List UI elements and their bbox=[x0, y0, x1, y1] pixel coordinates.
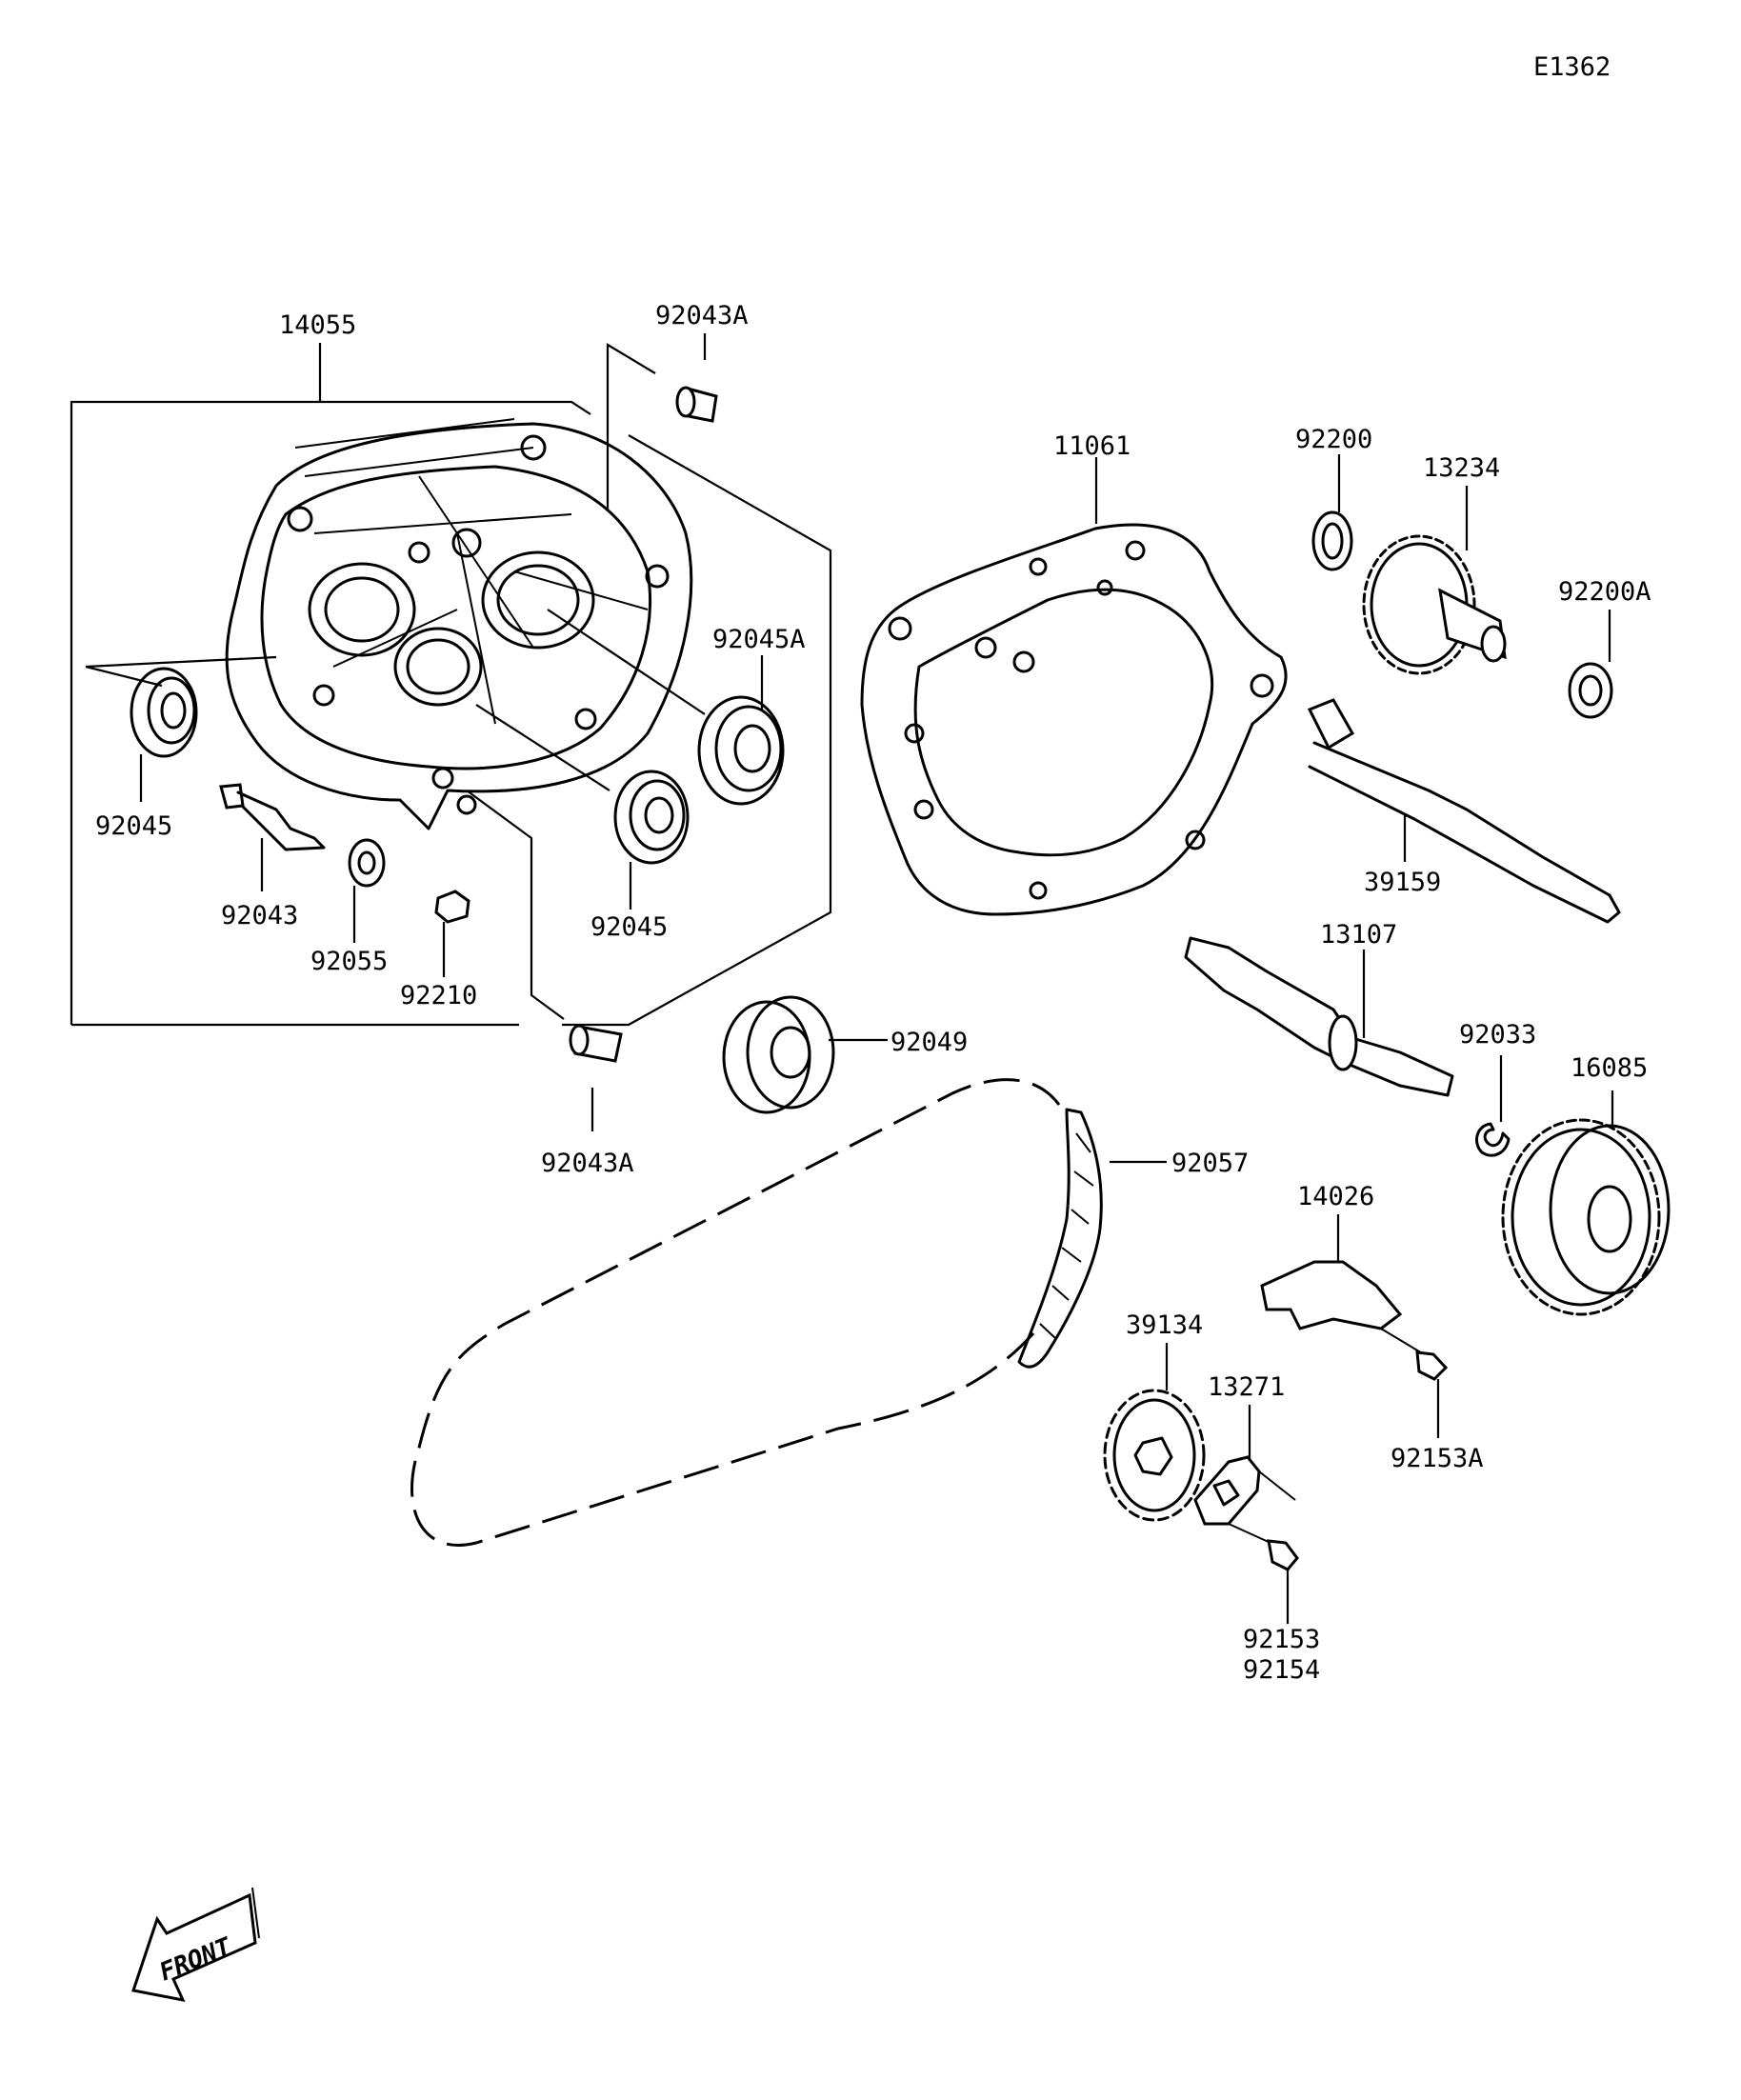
plate-13271: 13271 bbox=[1193, 1372, 1296, 1549]
bearing-92045-middle: 92045 bbox=[475, 704, 690, 942]
label-11061: 11061 bbox=[1053, 431, 1131, 461]
chain-92057: 92057 bbox=[410, 1078, 1249, 1547]
label-92049: 92049 bbox=[891, 1028, 968, 1057]
washer-92200: 92200 bbox=[1295, 425, 1372, 571]
sprocket-39134: 39134 bbox=[1103, 1310, 1206, 1522]
label-92210: 92210 bbox=[400, 981, 477, 1010]
gear-16085: 16085 bbox=[1501, 1053, 1671, 1316]
gasket-11061: 11061 bbox=[860, 431, 1288, 916]
label-16085: 16085 bbox=[1571, 1053, 1648, 1083]
label-92045-middle: 92045 bbox=[590, 912, 668, 942]
bolt-92153a: 92153A bbox=[1391, 1350, 1484, 1473]
shaft-13107: 13107 bbox=[1184, 920, 1454, 1097]
dowel-pin-92043a-bottom: 92043A bbox=[466, 790, 634, 1178]
dowel-pin-92043a-top: 92043A bbox=[606, 301, 749, 510]
gear-13234: 13234 bbox=[1362, 453, 1507, 675]
shaft-39159: 39159 bbox=[1307, 698, 1621, 924]
bolt-92153-92154: 92153 92154 bbox=[1243, 1539, 1320, 1685]
diagram-id: E1362 bbox=[1533, 52, 1611, 82]
label-92200a: 92200A bbox=[1558, 577, 1651, 607]
circlip-92033: 92033 bbox=[1459, 1020, 1536, 1157]
label-13271: 13271 bbox=[1208, 1372, 1285, 1402]
label-92200: 92200 bbox=[1295, 425, 1372, 454]
label-92033: 92033 bbox=[1459, 1020, 1536, 1050]
label-92057: 92057 bbox=[1171, 1149, 1249, 1178]
label-14026: 14026 bbox=[1297, 1182, 1374, 1211]
bearing-92049: 92049 bbox=[722, 995, 968, 1114]
label-14055: 14055 bbox=[279, 310, 356, 340]
bolt-92043: 92043 bbox=[219, 783, 326, 930]
label-92154: 92154 bbox=[1243, 1655, 1320, 1685]
label-92043a-bottom: 92043A bbox=[541, 1149, 634, 1178]
label-39159: 39159 bbox=[1364, 868, 1441, 897]
label-92043a-top: 92043A bbox=[655, 301, 749, 330]
bearing-92045-left: 92045 bbox=[85, 655, 277, 841]
bearing-92045a: 92045A bbox=[547, 609, 806, 806]
washer-92055: 92055 bbox=[310, 838, 388, 976]
label-92153a: 92153A bbox=[1391, 1444, 1484, 1473]
label-13234: 13234 bbox=[1423, 453, 1500, 483]
washer-92200a: 92200A bbox=[1558, 577, 1651, 719]
label-92043: 92043 bbox=[221, 901, 298, 930]
crankcase-cover-14055 bbox=[225, 418, 693, 830]
label-92045a: 92045A bbox=[712, 625, 806, 654]
label-92153: 92153 bbox=[1243, 1625, 1320, 1654]
label-92055: 92055 bbox=[310, 947, 388, 976]
label-39134: 39134 bbox=[1126, 1310, 1203, 1340]
front-arrow-icon: FRONT bbox=[131, 1887, 260, 2003]
nut-92210: 92210 bbox=[400, 890, 477, 1010]
guard-14026: 14026 bbox=[1260, 1182, 1434, 1361]
group-outline-14055 bbox=[70, 343, 832, 1027]
label-13107: 13107 bbox=[1320, 920, 1397, 950]
label-92045-left: 92045 bbox=[95, 811, 172, 841]
